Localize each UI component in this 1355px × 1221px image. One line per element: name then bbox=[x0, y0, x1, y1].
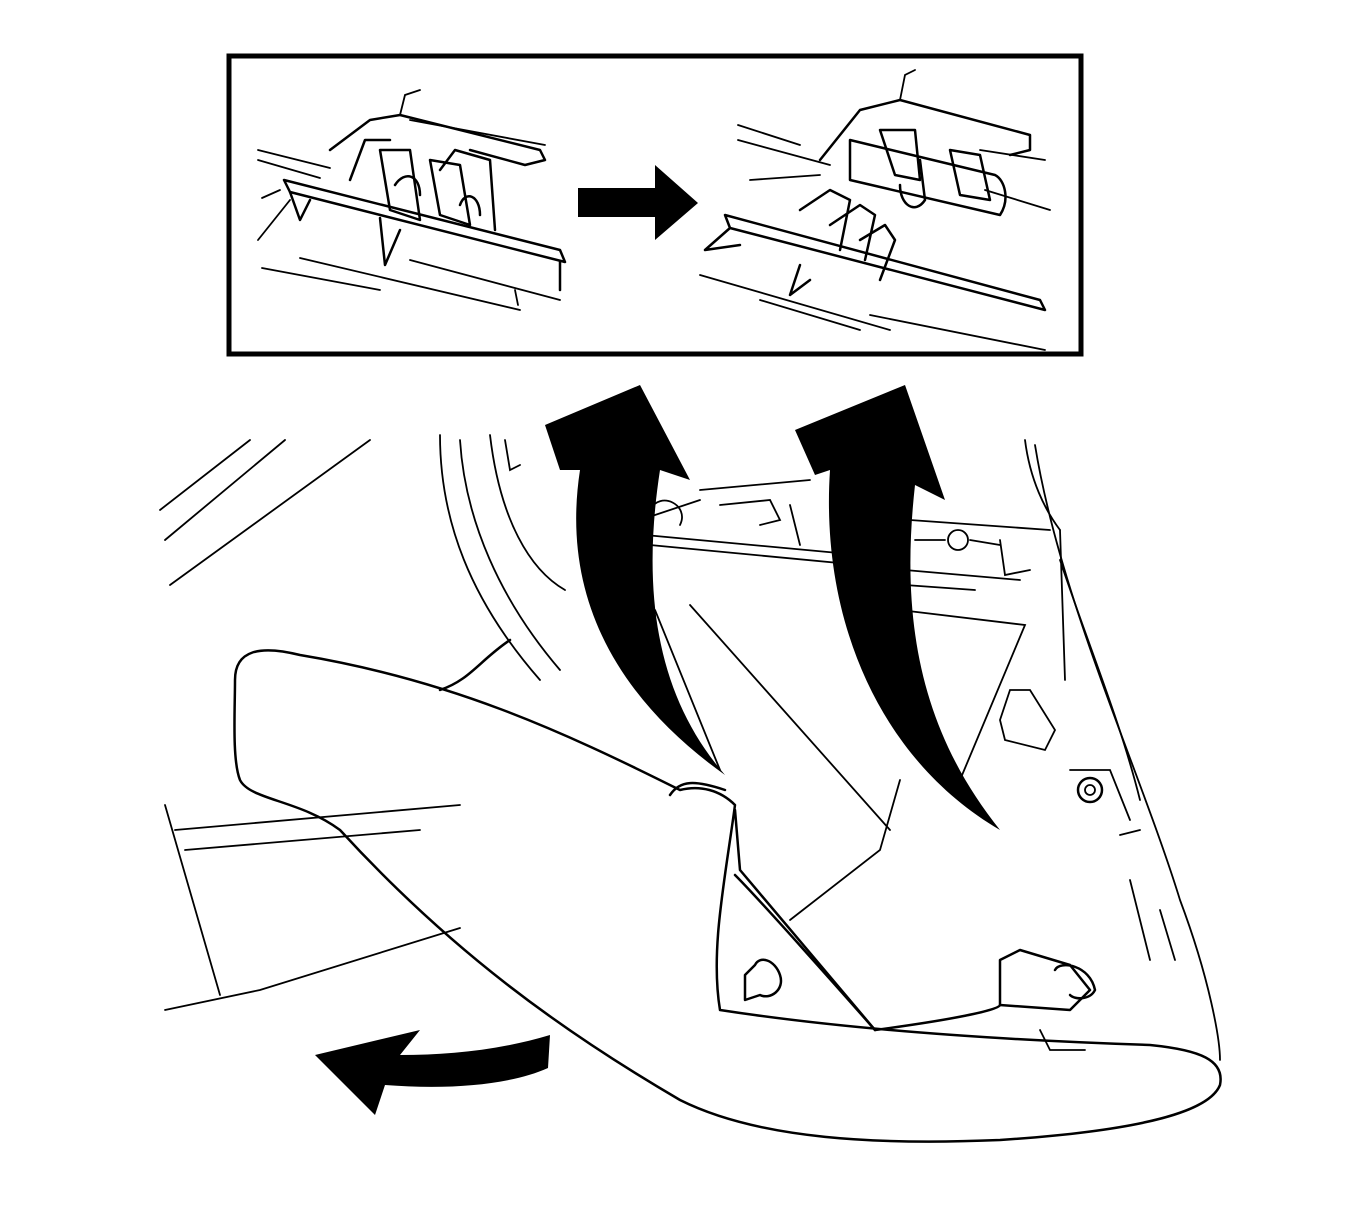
inset-detail bbox=[226, 53, 1084, 357]
trim-panel bbox=[233, 638, 1222, 1143]
clip-engaged-view bbox=[257, 89, 567, 311]
inset-frame bbox=[226, 53, 1084, 357]
vehicle-structure bbox=[159, 434, 1221, 1061]
right-arrow-icon bbox=[578, 165, 698, 240]
curved-arrow-left-icon bbox=[315, 1030, 550, 1115]
curved-arrow-up-right-icon bbox=[795, 385, 1000, 830]
clip-released-view bbox=[699, 69, 1051, 351]
curved-arrow-up-left-icon bbox=[545, 385, 725, 775]
